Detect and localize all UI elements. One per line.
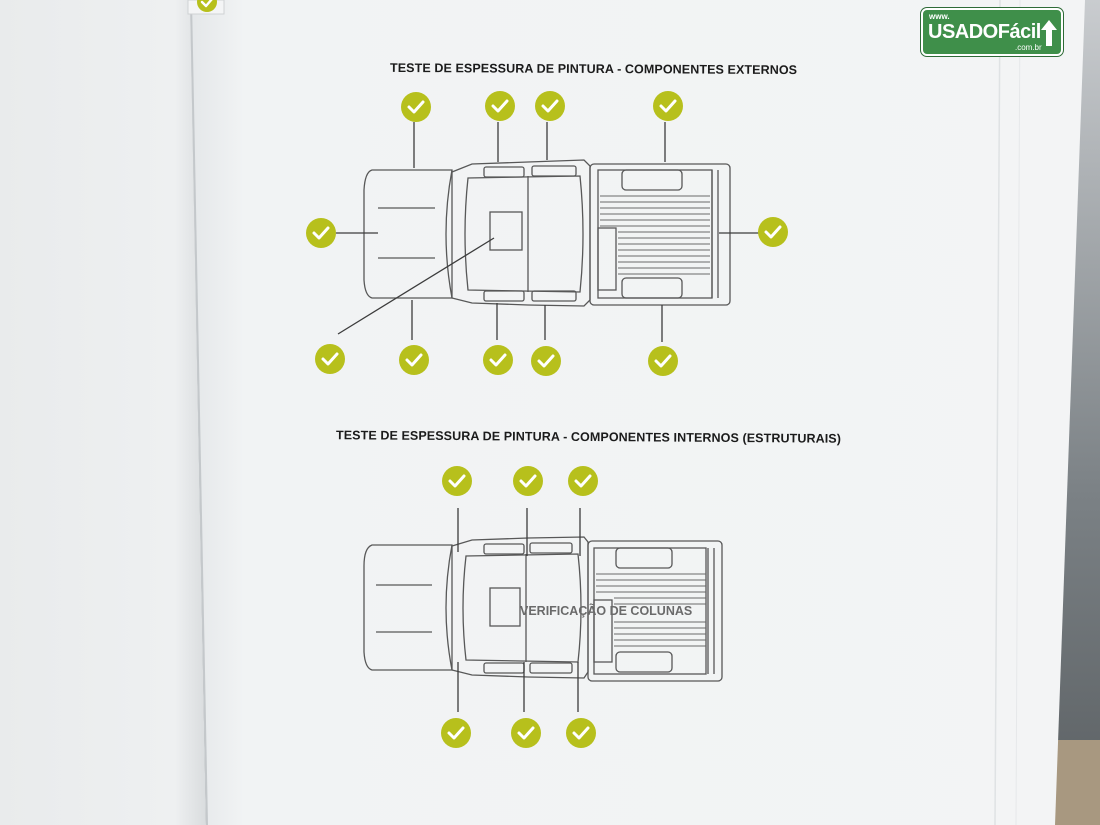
check-icon: [513, 466, 543, 496]
check-icon: [315, 344, 345, 374]
left-page: [0, 0, 206, 825]
truck-diagram-externos: [363, 159, 731, 307]
check-icon: [653, 91, 683, 121]
check-icon: [535, 91, 565, 121]
check-icon: [758, 217, 788, 247]
bed-ribs-internos: [596, 573, 706, 647]
leader-lines-externos: [336, 122, 760, 342]
page-fold: [190, 0, 208, 825]
check-icon: [306, 218, 336, 248]
leader-lines-internos: [457, 508, 581, 712]
check-icon: [442, 466, 472, 496]
page-edge-line: [1015, 0, 1021, 825]
logo-domain-text: .com.br: [1015, 43, 1042, 52]
up-arrow-icon: [1041, 20, 1057, 46]
check-icon: [568, 466, 598, 496]
check-icon: [511, 718, 541, 748]
check-icon: [197, 0, 217, 12]
columns-verification-label: VERIFICAÇÃO DE COLUNAS: [520, 604, 693, 618]
truck-diagram-internos: [363, 536, 723, 682]
usadofacil-logo: www. USADOFácil .com.br: [921, 8, 1063, 56]
right-page: [190, 0, 1085, 825]
check-icon: [441, 718, 471, 748]
check-icon: [401, 92, 431, 122]
check-icons-internos: [441, 466, 598, 748]
check-icon: [485, 91, 515, 121]
check-icon: [566, 718, 596, 748]
title-componentes-externos: TESTE DE ESPESSURA DE PINTURA - COMPONEN…: [389, 60, 798, 78]
logo-name-text: USADOFácil: [928, 21, 1041, 43]
check-icons-externos: [197, 0, 788, 376]
check-icon: [531, 346, 561, 376]
page-edge-line: [994, 0, 1001, 825]
check-icon: [648, 346, 678, 376]
check-icon: [483, 345, 513, 375]
logo-www-text: www.: [929, 12, 950, 21]
bed-ribs-externos: [600, 195, 710, 275]
check-icon: [399, 345, 429, 375]
